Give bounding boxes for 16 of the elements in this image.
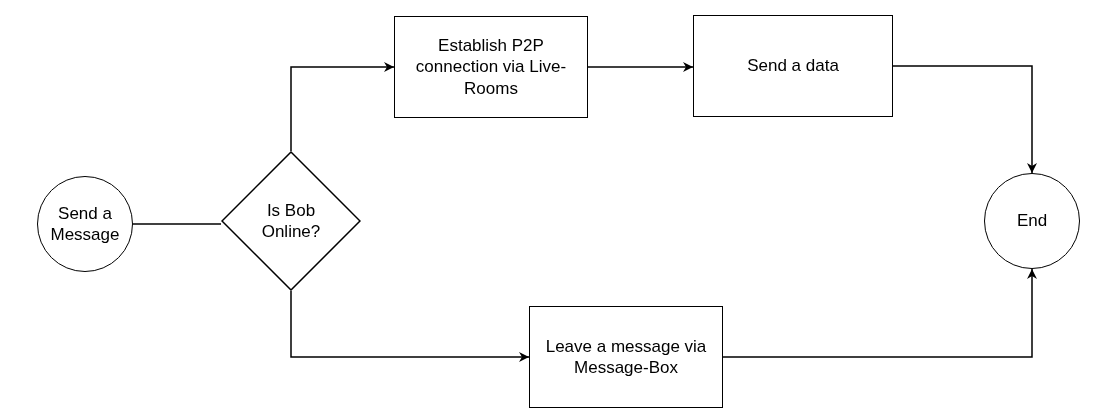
node-label: Establish P2P connection via Live-Rooms [414, 35, 568, 99]
arrow [587, 62, 694, 72]
process-box [529, 306, 723, 408]
connector-line [132, 223, 222, 225]
process-box [693, 15, 893, 117]
node-label: Leave a message via Message-Box [544, 335, 708, 379]
node-label: End [1016, 210, 1048, 232]
arrow [722, 268, 1037, 358]
node-label: Is Bob Online? [260, 199, 322, 243]
arrow [290, 290, 530, 362]
node-label: Send a Message [49, 202, 121, 246]
node-label: Send a data [747, 55, 839, 77]
decision-diamond [221, 151, 361, 291]
process-box [394, 16, 588, 118]
arrow [892, 65, 1037, 174]
arrow [290, 62, 395, 152]
